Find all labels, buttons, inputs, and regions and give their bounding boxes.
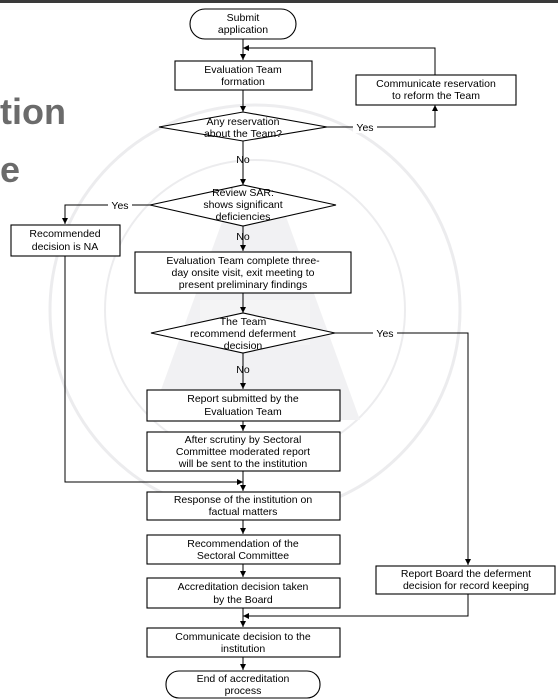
background-title-line-1: tion <box>0 91 66 132</box>
recommendation-label-line-1: Recommendation of the <box>187 538 299 550</box>
visit-label-line-2: day onsite visit, exit meeting to <box>172 267 315 279</box>
edge-reform-loop <box>243 45 436 75</box>
response-box <box>146 491 341 521</box>
edge-board-merge <box>243 594 469 619</box>
deferment-yes-label: Yes <box>376 328 393 340</box>
sar-yes-bg <box>108 198 132 211</box>
na-box <box>10 224 121 257</box>
reform-box <box>355 74 517 106</box>
communicate-label-line-1: Communicate decision to the <box>175 631 311 643</box>
communicate-label-line-2: institution <box>221 643 266 655</box>
sar-decision <box>149 184 337 227</box>
visit-label-line-1: Evaluation Team complete three- <box>166 255 320 267</box>
reservation-yes-bg <box>353 120 377 133</box>
na-label-line-1: Recommended <box>29 228 100 240</box>
end-label-line-1: End of accreditation <box>197 673 290 685</box>
deferment-no-label: No <box>236 364 250 376</box>
submit-label-line-2: application <box>218 24 268 36</box>
deferment-decision <box>150 312 336 354</box>
formation-label-line-2: formation <box>221 76 265 88</box>
formation-box <box>174 60 313 91</box>
decision-label-line-2: by the Board <box>213 594 273 606</box>
background-title-line-2: e <box>0 149 21 190</box>
scrutiny-label-line-3: will be sent to the institution <box>178 458 308 470</box>
formation-label-line-1: Evaluation Team <box>204 64 282 76</box>
na-label-line-2: decision is NA <box>32 241 99 253</box>
recommendation-label-line-2: Sectoral Committee <box>197 550 289 562</box>
edge-na-merge <box>64 256 243 485</box>
board-report-label-line-1: Report Board the deferment <box>401 568 531 580</box>
recommendation-box <box>146 534 341 565</box>
deferment-yes-bg <box>373 326 397 339</box>
reservation-label-line-2: about the Team? <box>204 128 282 140</box>
submit-label-line-1: Submit <box>227 12 260 24</box>
reservation-decision <box>158 111 328 142</box>
reservation-label-line-1: Any reservation <box>207 116 280 128</box>
deferment-label-line-3: decision <box>224 340 263 352</box>
deferment-label-line-1: The Team <box>220 316 267 328</box>
reservation-yes-label: Yes <box>356 122 373 134</box>
board-report-label-line-2: decision for record keeping <box>403 580 529 592</box>
end-label-line-2: process <box>225 685 262 697</box>
start-terminator <box>189 8 297 40</box>
decision-label-line-1: Accreditation decision taken <box>178 581 309 593</box>
response-label-line-1: Response of the institution on <box>174 494 313 506</box>
onsite-visit-box <box>134 251 352 294</box>
scrutiny-label-line-1: After scrutiny by Sectoral <box>185 434 302 446</box>
scrutiny-box <box>146 431 341 472</box>
sar-no-label: No <box>236 231 250 243</box>
deferment-label-line-2: recommend deferment <box>190 328 296 340</box>
reform-label-line-1: Communicate reservation <box>376 78 496 90</box>
report-label-line-1: Report submitted by the <box>187 393 299 405</box>
board-decision-box <box>146 577 341 609</box>
edge-deferment-yes <box>335 332 471 565</box>
response-label-line-2: factual matters <box>209 506 278 518</box>
reform-label-line-2: to reform the Team <box>392 90 480 102</box>
visit-label-line-3: present preliminary findings <box>179 279 307 291</box>
sar-label-line-1: Review SAR: <box>212 187 274 199</box>
scrutiny-label-line-2: Committee moderated report <box>176 446 310 458</box>
communicate-box <box>146 627 341 658</box>
sar-label-line-2: shows significant <box>203 199 282 211</box>
end-terminator <box>165 670 321 699</box>
sar-yes-label: Yes <box>111 200 128 212</box>
report-label-line-2: Evaluation Team <box>204 406 282 418</box>
report-box <box>146 389 341 422</box>
sar-label-line-3: deficiencies <box>216 211 271 223</box>
reservation-no-label: No <box>236 154 250 166</box>
top-rule <box>0 0 558 3</box>
board-deferment-box <box>375 565 556 595</box>
